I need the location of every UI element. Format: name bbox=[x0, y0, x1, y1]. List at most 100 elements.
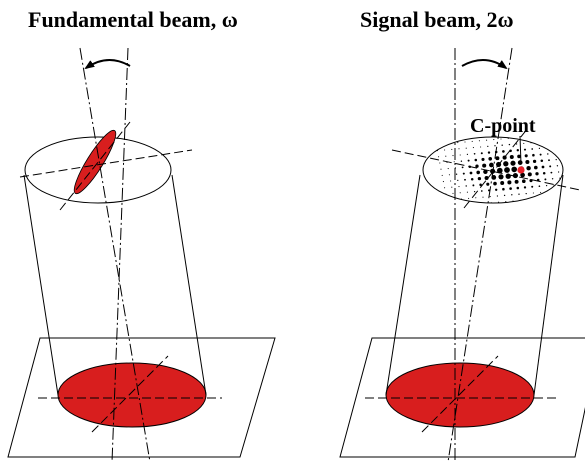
left-optical-axis bbox=[79, 47, 151, 463]
pattern-dot bbox=[440, 168, 442, 170]
pattern-dot bbox=[451, 186, 453, 188]
left-cylinder-edge bbox=[171, 174, 207, 396]
pattern-dot bbox=[441, 174, 443, 176]
pattern-dot bbox=[531, 185, 534, 188]
pattern-dot bbox=[568, 145, 569, 146]
pattern-dot bbox=[500, 138, 502, 140]
pattern-dot bbox=[475, 197, 477, 199]
pattern-dot bbox=[503, 161, 509, 167]
pattern-dot bbox=[476, 170, 481, 175]
pattern-dot bbox=[544, 178, 547, 181]
pattern-dot bbox=[450, 180, 452, 182]
pattern-dot bbox=[444, 187, 446, 189]
right-panel: Signal beam, 2ω C-point bbox=[339, 7, 585, 463]
left-cylinder-edge bbox=[23, 174, 59, 396]
pattern-dot bbox=[529, 179, 533, 183]
pattern-dot bbox=[478, 140, 480, 142]
pattern-dot bbox=[566, 177, 567, 178]
pattern-dot bbox=[471, 140, 473, 142]
right-base-plane bbox=[339, 337, 585, 458]
pattern-dot bbox=[507, 180, 512, 185]
pattern-dot bbox=[501, 144, 503, 146]
pattern-dot bbox=[465, 147, 467, 149]
pattern-dot bbox=[537, 141, 539, 143]
pattern-dot bbox=[540, 191, 542, 193]
pattern-dot bbox=[516, 186, 520, 190]
c-point-label: C-point bbox=[470, 115, 536, 137]
pattern-dot bbox=[507, 137, 509, 139]
pattern-dot bbox=[439, 162, 441, 164]
pattern-dot bbox=[436, 150, 438, 152]
pattern-dot bbox=[570, 196, 571, 197]
pattern-dot bbox=[483, 169, 488, 175]
curved-arrow-icon bbox=[461, 59, 508, 70]
pattern-dot bbox=[540, 159, 544, 163]
pattern-dot bbox=[472, 147, 474, 149]
pattern-dot bbox=[438, 156, 440, 158]
pattern-dot bbox=[515, 143, 518, 145]
pattern-dot bbox=[521, 179, 526, 184]
pattern-dot bbox=[457, 142, 459, 144]
pattern-dot bbox=[457, 179, 459, 182]
pattern-dot bbox=[541, 198, 543, 200]
pattern-dot bbox=[495, 156, 500, 161]
pattern-dot bbox=[571, 164, 572, 165]
pattern-dot bbox=[460, 160, 463, 162]
left-dashed-axis bbox=[19, 149, 193, 178]
pattern-dot bbox=[459, 154, 461, 156]
pattern-dot bbox=[512, 173, 518, 179]
pattern-dot bbox=[562, 196, 563, 198]
pattern-dot bbox=[466, 153, 469, 156]
pattern-dot bbox=[541, 165, 545, 169]
pattern-dot bbox=[511, 194, 513, 196]
pattern-dot bbox=[488, 156, 493, 161]
pattern-dot bbox=[502, 150, 505, 153]
pattern-dot bbox=[487, 145, 489, 148]
pattern-dot bbox=[487, 151, 491, 154]
right-dashed-axis bbox=[463, 127, 529, 209]
pattern-dot bbox=[514, 179, 519, 184]
pattern-dot bbox=[448, 174, 450, 176]
left-dashed-axis bbox=[59, 121, 131, 211]
pattern-dot bbox=[548, 197, 550, 199]
pattern-dot bbox=[565, 171, 566, 172]
pattern-dot bbox=[572, 170, 573, 171]
pattern-dot bbox=[538, 147, 541, 150]
pattern-dot bbox=[486, 182, 490, 186]
pattern-dot bbox=[523, 148, 527, 151]
right-bottom-ellipse bbox=[385, 362, 535, 428]
curved-arrow-icon bbox=[84, 59, 131, 70]
pattern-dot bbox=[575, 183, 576, 184]
pattern-dot bbox=[444, 149, 446, 151]
pattern-dot bbox=[470, 177, 474, 181]
pattern-dot bbox=[477, 176, 482, 181]
pattern-dot bbox=[459, 192, 461, 194]
pattern-dot bbox=[469, 171, 473, 175]
right-panel-title: Signal beam, 2ω bbox=[360, 7, 514, 32]
pattern-dot bbox=[555, 196, 557, 198]
pattern-dot bbox=[446, 199, 448, 201]
left-optical-axis bbox=[111, 47, 129, 463]
pattern-dot bbox=[458, 148, 460, 150]
pattern-dot bbox=[542, 171, 546, 175]
pattern-dot bbox=[460, 198, 462, 200]
pattern-dot bbox=[455, 205, 456, 206]
c-point-dot bbox=[517, 166, 525, 174]
pattern-dot bbox=[502, 187, 505, 191]
pattern-dot bbox=[518, 193, 520, 195]
pattern-dot bbox=[508, 143, 511, 146]
pattern-dot bbox=[511, 166, 518, 173]
pattern-dot bbox=[552, 140, 554, 142]
pattern-dot bbox=[556, 165, 559, 167]
pattern-dot bbox=[482, 196, 484, 198]
left-panel: Fundamental beam, ω bbox=[7, 7, 276, 463]
pattern-dot bbox=[480, 190, 483, 192]
pattern-dot bbox=[509, 155, 514, 159]
pattern-dot bbox=[551, 178, 554, 180]
pattern-dot bbox=[480, 146, 482, 148]
pattern-dot bbox=[531, 148, 534, 150]
pattern-dot bbox=[468, 197, 470, 199]
pattern-dot bbox=[504, 167, 510, 173]
pattern-dot bbox=[558, 134, 559, 135]
